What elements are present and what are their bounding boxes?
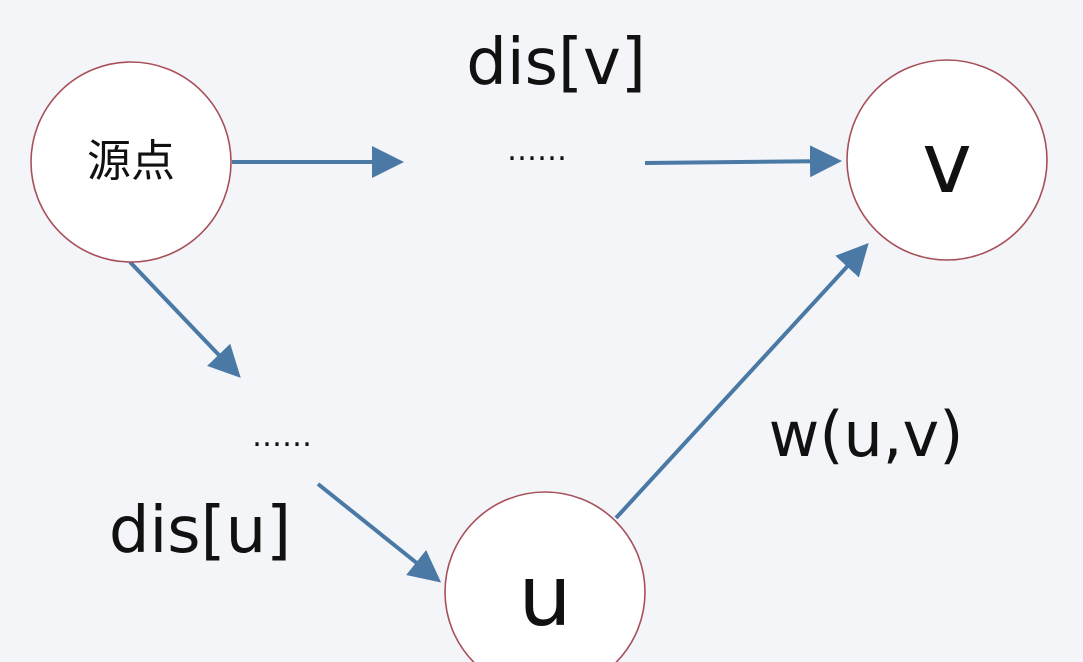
node-v-circle bbox=[846, 59, 1048, 261]
node-u: u bbox=[444, 491, 646, 662]
node-u-label: u bbox=[518, 547, 571, 645]
edge-left-ellipsis-to-u bbox=[316, 482, 442, 583]
edge-source-to-left-ellipsis bbox=[128, 260, 241, 378]
weight-label: w(u,v) bbox=[769, 398, 964, 471]
dis-v-label: dis[v] bbox=[466, 26, 646, 100]
node-source: 源点 bbox=[30, 61, 232, 263]
edge-top-ellipsis-to-v bbox=[644, 145, 842, 178]
node-source-circle bbox=[30, 61, 232, 263]
top-ellipsis: …… bbox=[507, 133, 567, 168]
node-v: v bbox=[846, 59, 1048, 261]
dis-u-label: dis[u] bbox=[109, 494, 291, 568]
node-source-label: 源点 bbox=[87, 136, 175, 187]
node-u-circle bbox=[444, 491, 646, 662]
node-v-label: v bbox=[922, 114, 972, 212]
left-ellipsis: …… bbox=[252, 419, 312, 454]
edge-u-to-v bbox=[614, 243, 869, 520]
